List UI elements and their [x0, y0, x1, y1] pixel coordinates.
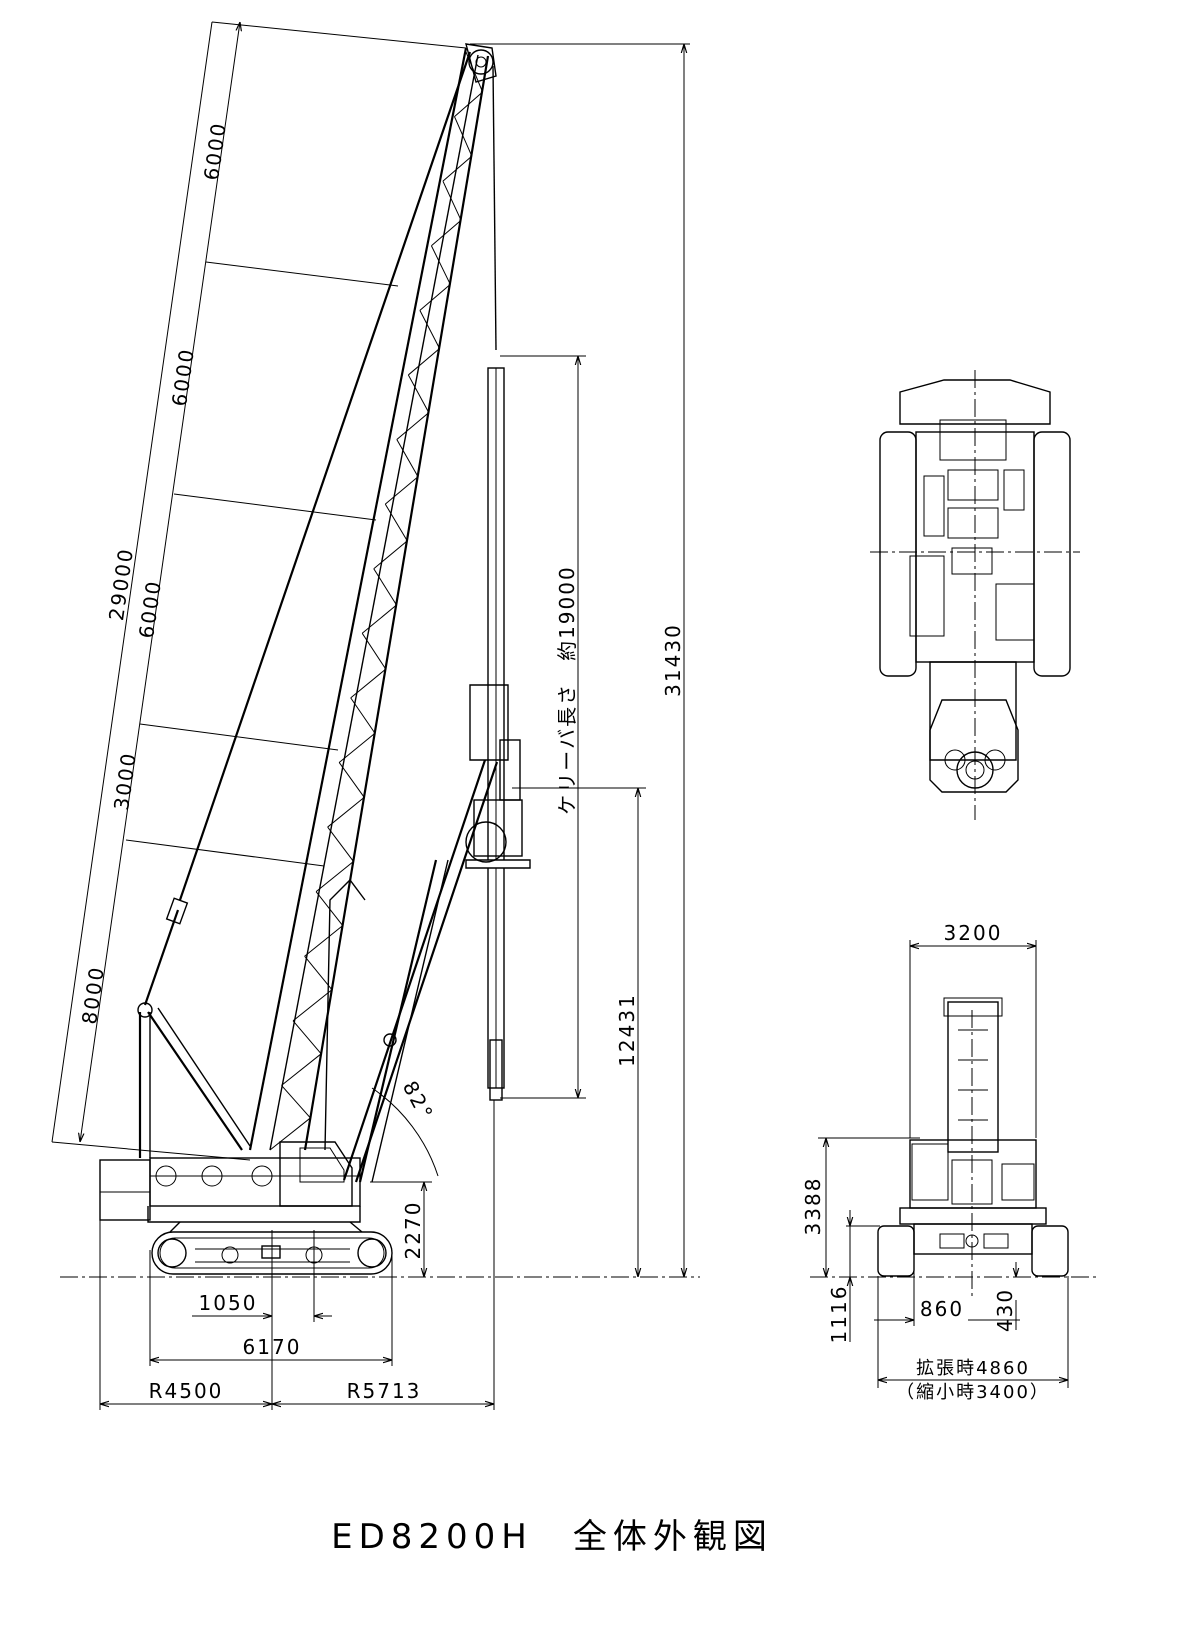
boom-lacing-member [304, 925, 343, 957]
boom-lacing-member [292, 1020, 322, 1055]
rear-width-label: 3200 [944, 921, 1003, 945]
boom-lacing-member [419, 310, 441, 349]
kelly-length-label: ケリーバ長さ 約19000 [555, 565, 579, 814]
boom-lacing-member [408, 348, 440, 376]
retracted-width-label: （縮小時3400） [896, 1382, 1050, 1403]
rear-height-label: 3388 [801, 1177, 825, 1236]
boom-lacing-member [373, 568, 397, 606]
boom-lacing-member [350, 668, 387, 699]
dim-430-label: 430 [993, 1288, 1017, 1332]
pivot-height-label: 2270 [401, 1201, 425, 1260]
boom-angle-arc [371, 1087, 439, 1177]
boom-lacing-member [384, 476, 419, 505]
boom-lacing-member [431, 219, 462, 247]
boom-lacing-member [281, 1085, 311, 1119]
boom-lacing-member [396, 412, 430, 440]
boom-lacing-member [327, 826, 354, 862]
boom-lacing-member [292, 989, 333, 1022]
boom-lacing-member [430, 245, 451, 285]
plan-view [870, 370, 1080, 820]
boom-lacing-member [269, 1117, 311, 1151]
dim-860-label: 860 [920, 1297, 964, 1321]
boom-lacing-member [373, 540, 408, 570]
track-length-label: 6170 [243, 1335, 302, 1359]
rear-dimensions [818, 940, 1069, 1388]
boom-lacing-member [315, 861, 354, 893]
dim-1050-label: 1050 [199, 1291, 258, 1315]
boom-lacing-member [281, 1053, 322, 1086]
boom-lacing-member [419, 284, 451, 311]
rear-radius-label: R4500 [149, 1379, 224, 1403]
kelly-bottom-height-label: 12431 [615, 993, 639, 1067]
clearance-label: 1116 [827, 1285, 851, 1344]
boom-lacing-member [361, 633, 387, 670]
boom-lacing-member [361, 604, 397, 634]
lattice-boom [248, 43, 497, 1151]
boom-lacing-member [407, 374, 430, 413]
side-view: 6000 6000 6000 29000 3000 8000 31430 ケリー… [51, 22, 700, 1410]
boom-lacing-member [350, 697, 376, 734]
extended-width-label: 拡張時4860 [916, 1358, 1030, 1379]
boom-lacing-member [396, 439, 419, 478]
boom-seg-2-label: 6000 [167, 346, 199, 408]
boom-lacing-member [454, 116, 473, 157]
boom-lacing-member [338, 732, 376, 763]
boom-seg-1-label: 6000 [199, 120, 231, 182]
boom-lacing-member [384, 503, 408, 542]
boom-seg-4-label: 3000 [109, 750, 141, 812]
boom-seg-3-label: 6000 [134, 578, 166, 640]
boom-angle-label: 82° [398, 1077, 439, 1125]
boom-lacing-member [442, 180, 462, 221]
rear-view: 3200 3388 1116 860 430 拡張時4860 （縮小時3400） [801, 921, 1100, 1403]
boom-seg-5-label: 8000 [77, 964, 109, 1026]
kelly-assembly [324, 367, 531, 1183]
boom-lacing-member [442, 155, 473, 182]
boom-total-label: 29000 [104, 546, 138, 622]
front-radius-label: R5713 [347, 1379, 422, 1403]
boom-lacing-member [338, 762, 365, 798]
boom-lacing-member [304, 955, 333, 991]
boom-lacing-member [454, 91, 483, 117]
drawing-title: ED8200H 全体外観図 [331, 1517, 773, 1557]
boom-lacing-member [327, 796, 365, 828]
side-dimensions [51, 22, 690, 1410]
overall-height-label: 31430 [661, 623, 685, 697]
